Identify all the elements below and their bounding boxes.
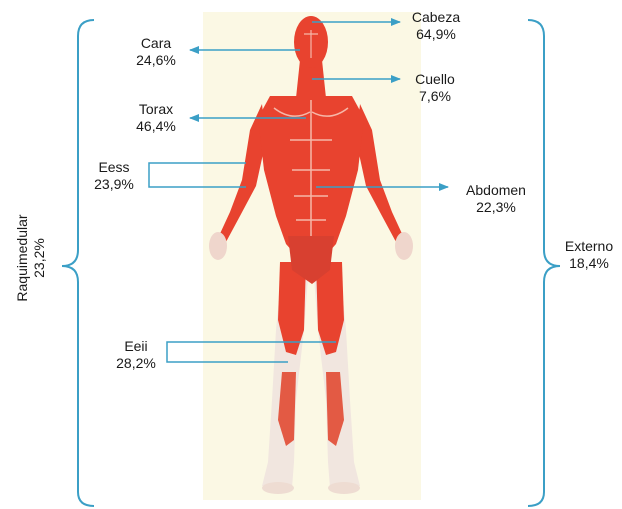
label-cuello: Cuello 7,6% (400, 71, 470, 105)
label-externo-value: 18,4% (556, 255, 622, 272)
label-eeii: Eeii 28,2% (104, 338, 168, 372)
label-cara-value: 24,6% (124, 52, 188, 69)
label-cara: Cara 24,6% (124, 35, 188, 69)
label-cabeza-name: Cabeza (400, 9, 472, 26)
label-cara-name: Cara (124, 35, 188, 52)
label-abdomen-name: Abdomen (454, 182, 538, 199)
label-cabeza-value: 64,9% (400, 26, 472, 43)
label-eeii-name: Eeii (104, 338, 168, 355)
label-eess-value: 23,9% (82, 176, 146, 193)
brace-raquimedular (62, 20, 94, 506)
label-cuello-value: 7,6% (400, 88, 470, 105)
label-raquimedular-value: 23,2% (31, 198, 48, 318)
label-eess: Eess 23,9% (82, 159, 146, 193)
label-cabeza: Cabeza 64,9% (400, 9, 472, 43)
label-abdomen: Abdomen 22,3% (454, 182, 538, 216)
label-externo-name: Externo (556, 238, 622, 255)
label-cuello-name: Cuello (400, 71, 470, 88)
label-externo: Externo 18,4% (556, 238, 622, 272)
label-raquimedular-name: Raquimedular (14, 198, 31, 318)
label-eeii-value: 28,2% (104, 355, 168, 372)
label-eess-name: Eess (82, 159, 146, 176)
label-abdomen-value: 22,3% (454, 199, 538, 216)
label-raquimedular: Raquimedular 23,2% (14, 198, 50, 318)
label-torax-value: 46,4% (124, 118, 188, 135)
label-torax-name: Torax (124, 101, 188, 118)
label-torax: Torax 46,4% (124, 101, 188, 135)
